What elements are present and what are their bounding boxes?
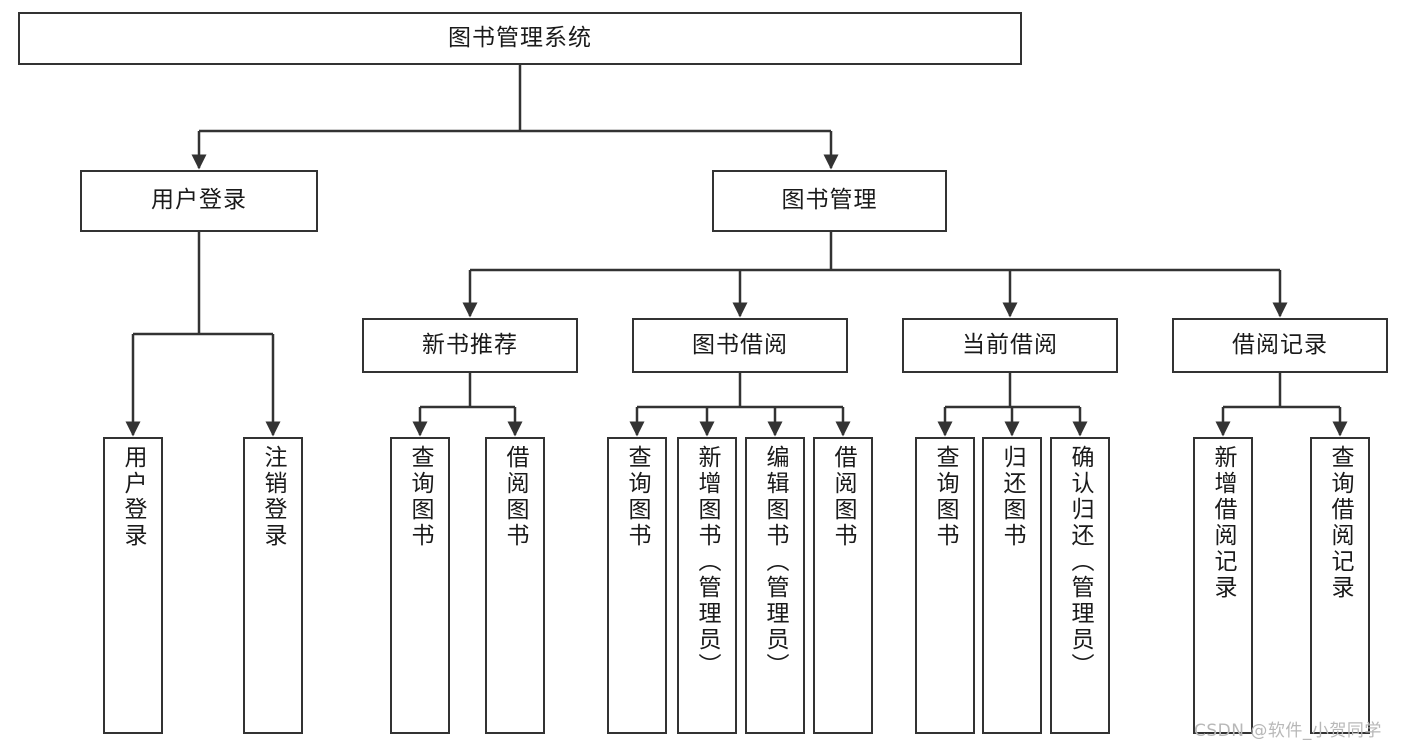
- leaf-borrow-add-book-label: 新增图书（管理员）: [694, 445, 720, 679]
- leaf-current-query-book[interactable]: 查询图书: [915, 437, 975, 734]
- leaf-current-return-book[interactable]: 归还图书: [982, 437, 1042, 734]
- leaf-current-query-book-label: 查询图书: [932, 445, 958, 549]
- node-new-book-recommend-label: 新书推荐: [422, 331, 518, 358]
- node-borrow-record-label: 借阅记录: [1232, 331, 1328, 358]
- csdn-watermark: CSDN @软件_小贺同学: [1194, 721, 1382, 741]
- leaf-borrow-query-book[interactable]: 查询图书: [607, 437, 667, 734]
- leaf-user-login-label: 用户登录: [120, 445, 146, 549]
- leaf-current-return-book-label: 归还图书: [999, 445, 1025, 549]
- node-borrow-record[interactable]: 借阅记录: [1172, 318, 1388, 373]
- leaf-newbook-borrow-book[interactable]: 借阅图书: [485, 437, 545, 734]
- leaf-newbook-borrow-book-label: 借阅图书: [502, 445, 528, 549]
- leaf-borrow-query-book-label: 查询图书: [624, 445, 650, 549]
- node-root[interactable]: 图书管理系统: [18, 12, 1022, 65]
- leaf-user-logout-label: 注销登录: [260, 445, 286, 549]
- node-current-borrow-label: 当前借阅: [962, 331, 1058, 358]
- leaf-record-add-record[interactable]: 新增借阅记录: [1193, 437, 1253, 734]
- leaf-borrow-borrow-book-label: 借阅图书: [830, 445, 856, 549]
- leaf-record-query-record[interactable]: 查询借阅记录: [1310, 437, 1370, 734]
- leaf-newbook-query-book[interactable]: 查询图书: [390, 437, 450, 734]
- leaf-borrow-edit-book-label: 编辑图书（管理员）: [762, 445, 788, 679]
- leaf-borrow-edit-book[interactable]: 编辑图书（管理员）: [745, 437, 805, 734]
- leaf-user-login[interactable]: 用户登录: [103, 437, 163, 734]
- node-root-label: 图书管理系统: [448, 24, 592, 51]
- node-book-management-label: 图书管理: [781, 187, 878, 214]
- leaf-borrow-borrow-book[interactable]: 借阅图书: [813, 437, 873, 734]
- leaf-borrow-add-book[interactable]: 新增图书（管理员）: [677, 437, 737, 734]
- leaf-current-confirm-return[interactable]: 确认归还（管理员）: [1050, 437, 1110, 734]
- node-book-borrow-label: 图书借阅: [692, 331, 788, 358]
- leaf-user-logout[interactable]: 注销登录: [243, 437, 303, 734]
- node-new-book-recommend[interactable]: 新书推荐: [362, 318, 578, 373]
- leaf-record-query-record-label: 查询借阅记录: [1327, 445, 1353, 601]
- node-user-login[interactable]: 用户登录: [80, 170, 318, 232]
- node-book-borrow[interactable]: 图书借阅: [632, 318, 848, 373]
- node-book-management[interactable]: 图书管理: [712, 170, 947, 232]
- leaf-newbook-query-book-label: 查询图书: [407, 445, 433, 549]
- leaf-current-confirm-return-label: 确认归还（管理员）: [1067, 445, 1093, 679]
- node-current-borrow[interactable]: 当前借阅: [902, 318, 1118, 373]
- leaf-record-add-record-label: 新增借阅记录: [1210, 445, 1236, 601]
- node-user-login-label: 用户登录: [151, 187, 247, 214]
